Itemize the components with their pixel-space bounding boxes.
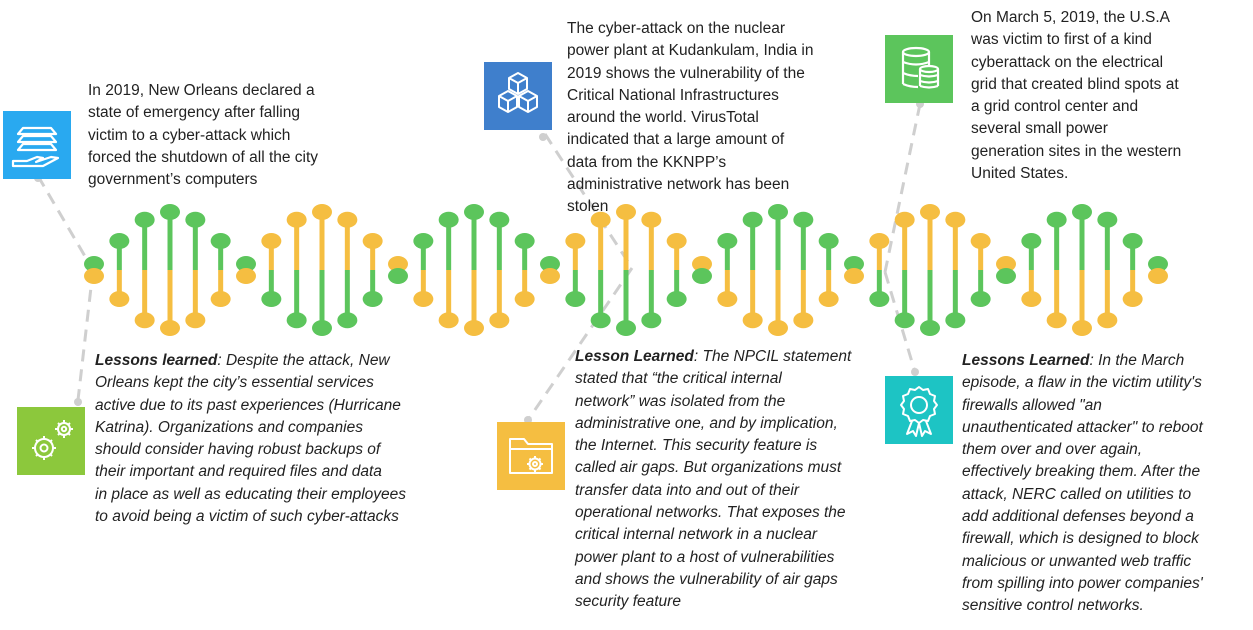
helix-rung bbox=[717, 233, 738, 307]
connector-line bbox=[883, 271, 917, 373]
connector-line bbox=[36, 175, 95, 271]
helix-rung bbox=[666, 233, 687, 307]
helix-rung bbox=[844, 256, 864, 284]
helix-rung bbox=[565, 233, 586, 307]
helix-rung bbox=[388, 256, 408, 284]
helix-rung bbox=[134, 211, 155, 329]
helix-rung bbox=[109, 233, 130, 307]
helix-rungs bbox=[84, 204, 1168, 336]
helix-rung bbox=[1097, 211, 1118, 329]
helix-rung bbox=[540, 256, 560, 284]
lesson-kudankulam-body: : The NPCIL statement stated that “the c… bbox=[575, 348, 852, 611]
helix-rung bbox=[413, 233, 434, 307]
helix-rung bbox=[920, 204, 940, 336]
connector-dot bbox=[539, 133, 547, 141]
lesson-kudankulam-label: Lesson Learned bbox=[575, 348, 694, 365]
helix-rung bbox=[362, 233, 383, 307]
award-ribbon-icon bbox=[885, 376, 953, 444]
event-new-orleans-text: In 2019, New Orleans declared a state of… bbox=[88, 82, 319, 189]
helix-rung bbox=[970, 233, 991, 307]
helix-rung bbox=[616, 204, 636, 336]
helix-rung bbox=[692, 256, 712, 284]
event-kudankulam-text: The cyber-attack on the nuclear power pl… bbox=[567, 20, 814, 216]
helix-rung bbox=[337, 211, 358, 329]
gears-icon bbox=[17, 407, 85, 475]
helix-rung bbox=[996, 256, 1016, 284]
connector-dot bbox=[74, 398, 82, 406]
helix-rung bbox=[1122, 233, 1143, 307]
helix-rung bbox=[236, 256, 256, 284]
server-hand-icon bbox=[3, 111, 71, 179]
helix-rung bbox=[793, 211, 814, 329]
event-us-grid-text: On March 5, 2019, the U.S.A was victim t… bbox=[971, 9, 1182, 183]
lesson-us-grid-body: : In the March episode, a flaw in the vi… bbox=[962, 352, 1203, 615]
connector-line bbox=[76, 269, 95, 401]
helix-rung bbox=[464, 204, 484, 336]
helix-rung bbox=[185, 211, 206, 329]
lesson-new-orleans-text: Lessons learned: Despite the attack, New… bbox=[95, 350, 406, 528]
helix-rung bbox=[818, 233, 839, 307]
helix-rung bbox=[869, 233, 890, 307]
lesson-new-orleans-body: : Despite the attack, New Orleans kept t… bbox=[95, 352, 407, 526]
database-icon bbox=[885, 35, 953, 103]
helix-rung bbox=[84, 256, 104, 284]
helix-rung bbox=[1021, 233, 1042, 307]
helix-rung bbox=[160, 204, 180, 336]
helix-rung bbox=[894, 211, 915, 329]
folder-gear-icon bbox=[497, 422, 565, 490]
connector-line bbox=[526, 267, 634, 421]
lesson-kudankulam-text: Lesson Learned: The NPCIL statement stat… bbox=[575, 346, 851, 614]
connector-line bbox=[543, 133, 634, 269]
helix-rung bbox=[590, 211, 611, 329]
helix-rung bbox=[312, 204, 332, 336]
helix-rung bbox=[261, 233, 282, 307]
cubes-icon bbox=[484, 62, 552, 130]
helix-rung bbox=[210, 233, 231, 307]
helix-rung bbox=[641, 211, 662, 329]
helix-rung bbox=[1046, 211, 1067, 329]
connector-line bbox=[883, 103, 922, 273]
helix-rung bbox=[1148, 256, 1168, 284]
connector-lines bbox=[34, 100, 924, 424]
helix-rung bbox=[286, 211, 307, 329]
helix-rung bbox=[945, 211, 966, 329]
lesson-new-orleans-label: Lessons learned bbox=[95, 352, 218, 369]
helix-rung bbox=[742, 211, 763, 329]
helix-rung bbox=[1072, 204, 1092, 336]
lesson-us-grid-text: Lessons Learned: In the March episode, a… bbox=[962, 350, 1203, 618]
connector-dot bbox=[911, 368, 919, 376]
helix-rung bbox=[514, 233, 535, 307]
helix-rung bbox=[489, 211, 510, 329]
helix-rung bbox=[438, 211, 459, 329]
helix-rung bbox=[768, 204, 788, 336]
lesson-us-grid-label: Lessons Learned bbox=[962, 352, 1090, 369]
